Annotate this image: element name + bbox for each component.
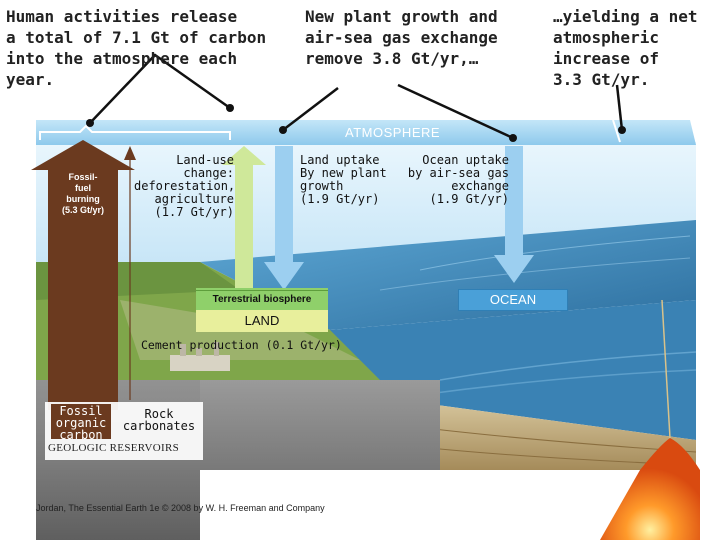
geologic-reservoirs-box: Fossil organic carbon Rock carbonates GE… xyxy=(45,402,203,460)
ocean-cross-section xyxy=(330,300,696,440)
credit-line: Jordan, The Essential Earth 1e © 2008 by… xyxy=(36,503,325,513)
land-uptake-label: Land uptake By new plant growth (1.9 Gt/… xyxy=(300,153,387,206)
fossil-organic-carbon-label: Fossil organic carbon xyxy=(51,404,111,441)
geologic-reservoirs-label: GEOLOGIC RESERVOIRS xyxy=(48,442,180,454)
ocean-uptake-label: Ocean uptake by air-sea gas exchange (1.… xyxy=(407,153,509,206)
magma-chamber xyxy=(600,438,700,540)
white-bracket xyxy=(39,124,231,140)
fossil-fuel-label: Fossil- fuel burning (5.3 Gt/yr) xyxy=(61,172,104,215)
caption-human-release: Human activities release a total of 7.1 … xyxy=(6,7,267,89)
caption-net-increase: …yielding a net atmospheric increase of … xyxy=(553,7,698,89)
land-uptake-arrow xyxy=(264,146,304,290)
ocean-box: OCEAN xyxy=(458,289,568,311)
atmosphere-label: ATMOSPHERE xyxy=(345,125,441,140)
terrestrial-biosphere-box: Terrestrial biosphere xyxy=(196,290,328,309)
rock-carbonates-label: Rock carbonates xyxy=(122,407,196,433)
atmosphere-band xyxy=(36,120,696,145)
ocean-uptake-arrow xyxy=(494,146,534,283)
land-use-arrow xyxy=(222,146,266,300)
fossil-fuel-arrow xyxy=(31,140,135,410)
caption-plant-uptake: New plant growth and air-sea gas exchang… xyxy=(305,7,498,68)
land-use-label: Land-use change: deforestation, agricult… xyxy=(134,153,236,219)
callout-lines xyxy=(89,53,624,140)
land-box: LAND xyxy=(196,311,328,331)
cement-production-label: Cement production (0.1 Gt/yr) xyxy=(141,338,342,352)
